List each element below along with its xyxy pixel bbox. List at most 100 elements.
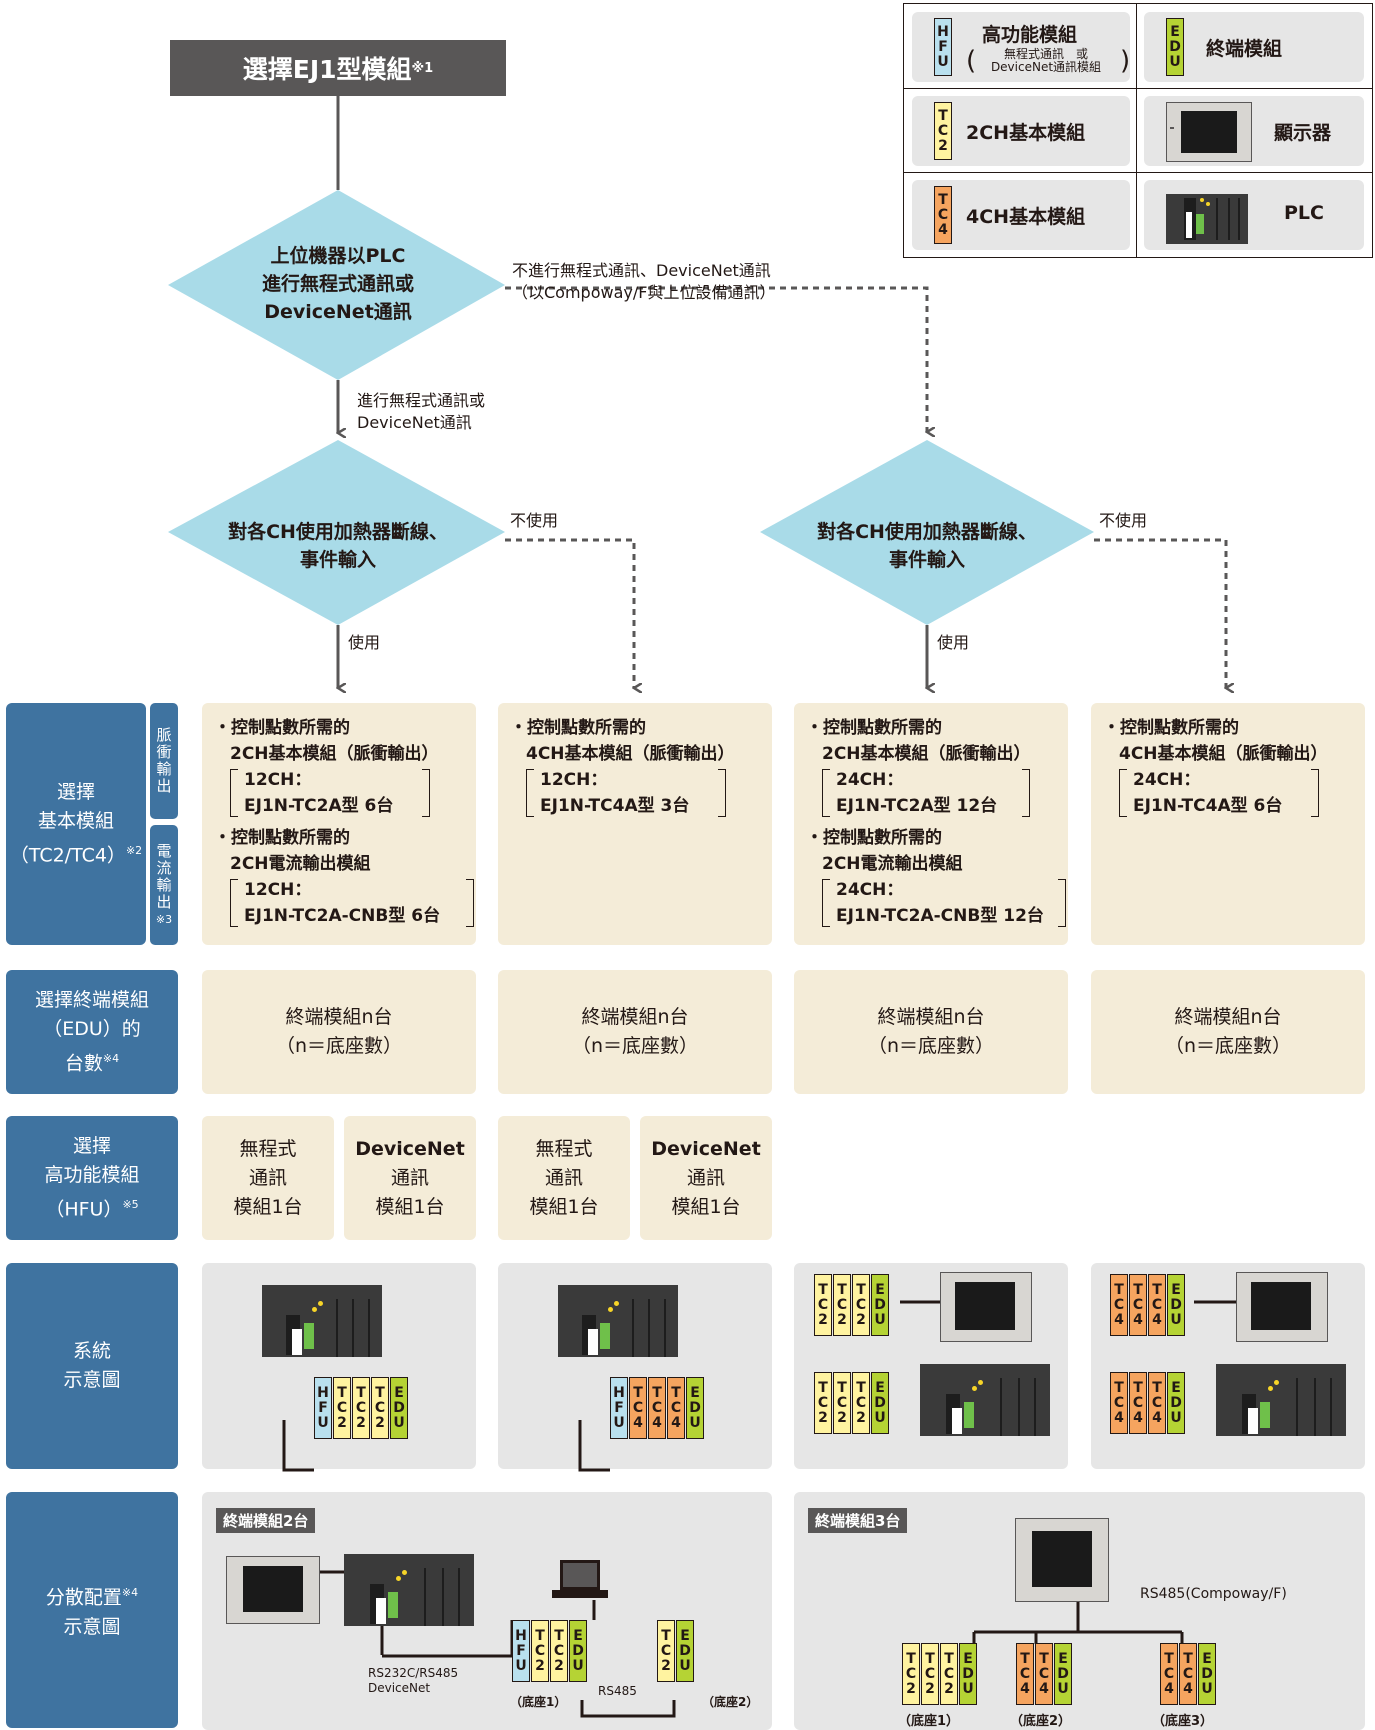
hfu-4-line3: 模組1台 [671, 1195, 741, 1218]
dist-left-comm: RS232C/RS485 DeviceNet [368, 1666, 458, 1696]
dist-right-base2: （底座2） [1010, 1714, 1072, 1729]
decision-1-line3: DeviceNet通訊 [264, 301, 412, 323]
basic-1-a3: 12CH： [244, 770, 312, 790]
legend-tc2-label: 2CH基本模組 [966, 122, 1086, 144]
dist-right-base3: （底座3） [1152, 1714, 1214, 1729]
hfu-3-line3: 模組1台 [529, 1195, 599, 1218]
dist-right-comm: RS485(Compoway/F) [1140, 1586, 1287, 1602]
hfu-1-line1: 無程式 [239, 1137, 297, 1160]
basic-1-b3: 12CH： [244, 880, 312, 900]
decision-2-left-line1: 對各CH使用加熱器斷線、 [228, 521, 448, 543]
row-hfu-note: ※5 [122, 1197, 139, 1211]
arrow-no-comm [505, 286, 927, 432]
branch-no-comm-label: 不進行無程式通訊、DeviceNet通訊 （以Compoway/F與上位設備通訊… [512, 260, 775, 304]
row-edu-line2: （EDU）的 [43, 1017, 141, 1040]
row-label-edu: 選擇終端模組 （EDU）的 台數※4 [6, 970, 178, 1094]
row-dist-note: ※4 [121, 1586, 139, 1600]
tab-pulse-output: 脈衝輸出 [150, 703, 178, 819]
edu-3-line1: 終端模組n台 [877, 1006, 985, 1028]
basic-1-a4: EJ1N-TC2A型 6台 [244, 796, 394, 816]
hfu-cell-1: 無程式通訊模組1台 [202, 1116, 334, 1240]
edu-2-line1: 終端模組n台 [581, 1006, 689, 1028]
dist-left-base2: （底座2） [702, 1695, 759, 1709]
row-edu-line1: 選擇終端模組 [34, 988, 149, 1011]
edu-cell-4: 終端模組n台（n＝底座數） [1091, 970, 1365, 1094]
dist-left-plc [344, 1554, 474, 1626]
basic-1-a1: ・控制點數所需的 [214, 718, 350, 738]
edu-3-line2: （n＝底座數） [867, 1035, 995, 1057]
hfu-cell-3: 無程式通訊模組1台 [498, 1116, 630, 1240]
decision-1-line1: 上位機器以PLC [270, 245, 406, 267]
basic-3-a1: ・控制點數所需的 [806, 718, 942, 738]
display-icon [1166, 102, 1252, 162]
decision-2-right-line2: 事件輸入 [888, 549, 965, 571]
plc-device-1 [262, 1285, 382, 1357]
decision-2-right-line1: 對各CH使用加熱器斷線、 [817, 521, 1037, 543]
dist-right-display [1015, 1518, 1109, 1602]
dist-right-base1: （底座1） [898, 1714, 960, 1729]
legend-paren-right: ) [1120, 46, 1131, 76]
branch-comm-line2: DeviceNet通訊 [357, 413, 472, 432]
hfu-2-line3: 模組1台 [375, 1195, 445, 1218]
basic-3-a3: 24CH： [836, 770, 904, 790]
legend-hfu-sub1: 無程式通訊 [1003, 47, 1064, 61]
legend-paren-left: ( [966, 46, 977, 76]
use-label-right: 使用 [937, 633, 970, 652]
row-edu-line3: 台數 [64, 1052, 103, 1075]
arrow-nouse-right [1094, 538, 1226, 688]
dist-left-display [226, 1556, 320, 1624]
basic-1-a2: 2CH基本模組（脈衝輸出） [230, 744, 439, 764]
current-note: ※3 [155, 912, 173, 926]
basic-2-a4: EJ1N-TC4A型 3台 [540, 796, 690, 816]
legend-plc-label: PLC [1284, 202, 1324, 224]
basic-2-a2: 4CH基本模組（脈衝輸出） [526, 744, 735, 764]
dist-left-tag: 終端模組2台 [216, 1508, 316, 1533]
basic-1-b2: 2CH電流輸出模組 [230, 854, 371, 874]
legend-plc: PLC [1144, 180, 1364, 250]
basic-1-b1: ・控制點數所需的 [214, 828, 350, 848]
basic-3-a2: 2CH基本模組（脈衝輸出） [822, 744, 1031, 764]
edu-cell-3: 終端模組n台 （n＝底座數） [794, 970, 1068, 1094]
basic-cell-3: ・控制點數所需的 2CH基本模組（脈衝輸出） 24CH：EJ1N-TC2A型 1… [794, 703, 1068, 945]
use-label-left: 使用 [348, 633, 381, 652]
tab-current-output: 電流輸出※3 [150, 825, 178, 945]
flowchart-graphics [168, 96, 1375, 700]
branch-no-comm-line1: 不進行無程式通訊、DeviceNet通訊 [512, 261, 771, 280]
hfu-4-line1: DeviceNet [651, 1137, 761, 1160]
legend-tc4-label: 4CH基本模組 [966, 206, 1086, 228]
row-hfu-line1: 選擇 [72, 1134, 111, 1157]
plc-icon [1166, 194, 1248, 244]
decision-diamond-1 [168, 190, 505, 380]
edu-4-line1: 終端模組n台 [1174, 1006, 1282, 1028]
dist-right-tag: 終端模組3台 [808, 1508, 908, 1533]
row-hfu-line3: （HFU） [45, 1198, 123, 1221]
